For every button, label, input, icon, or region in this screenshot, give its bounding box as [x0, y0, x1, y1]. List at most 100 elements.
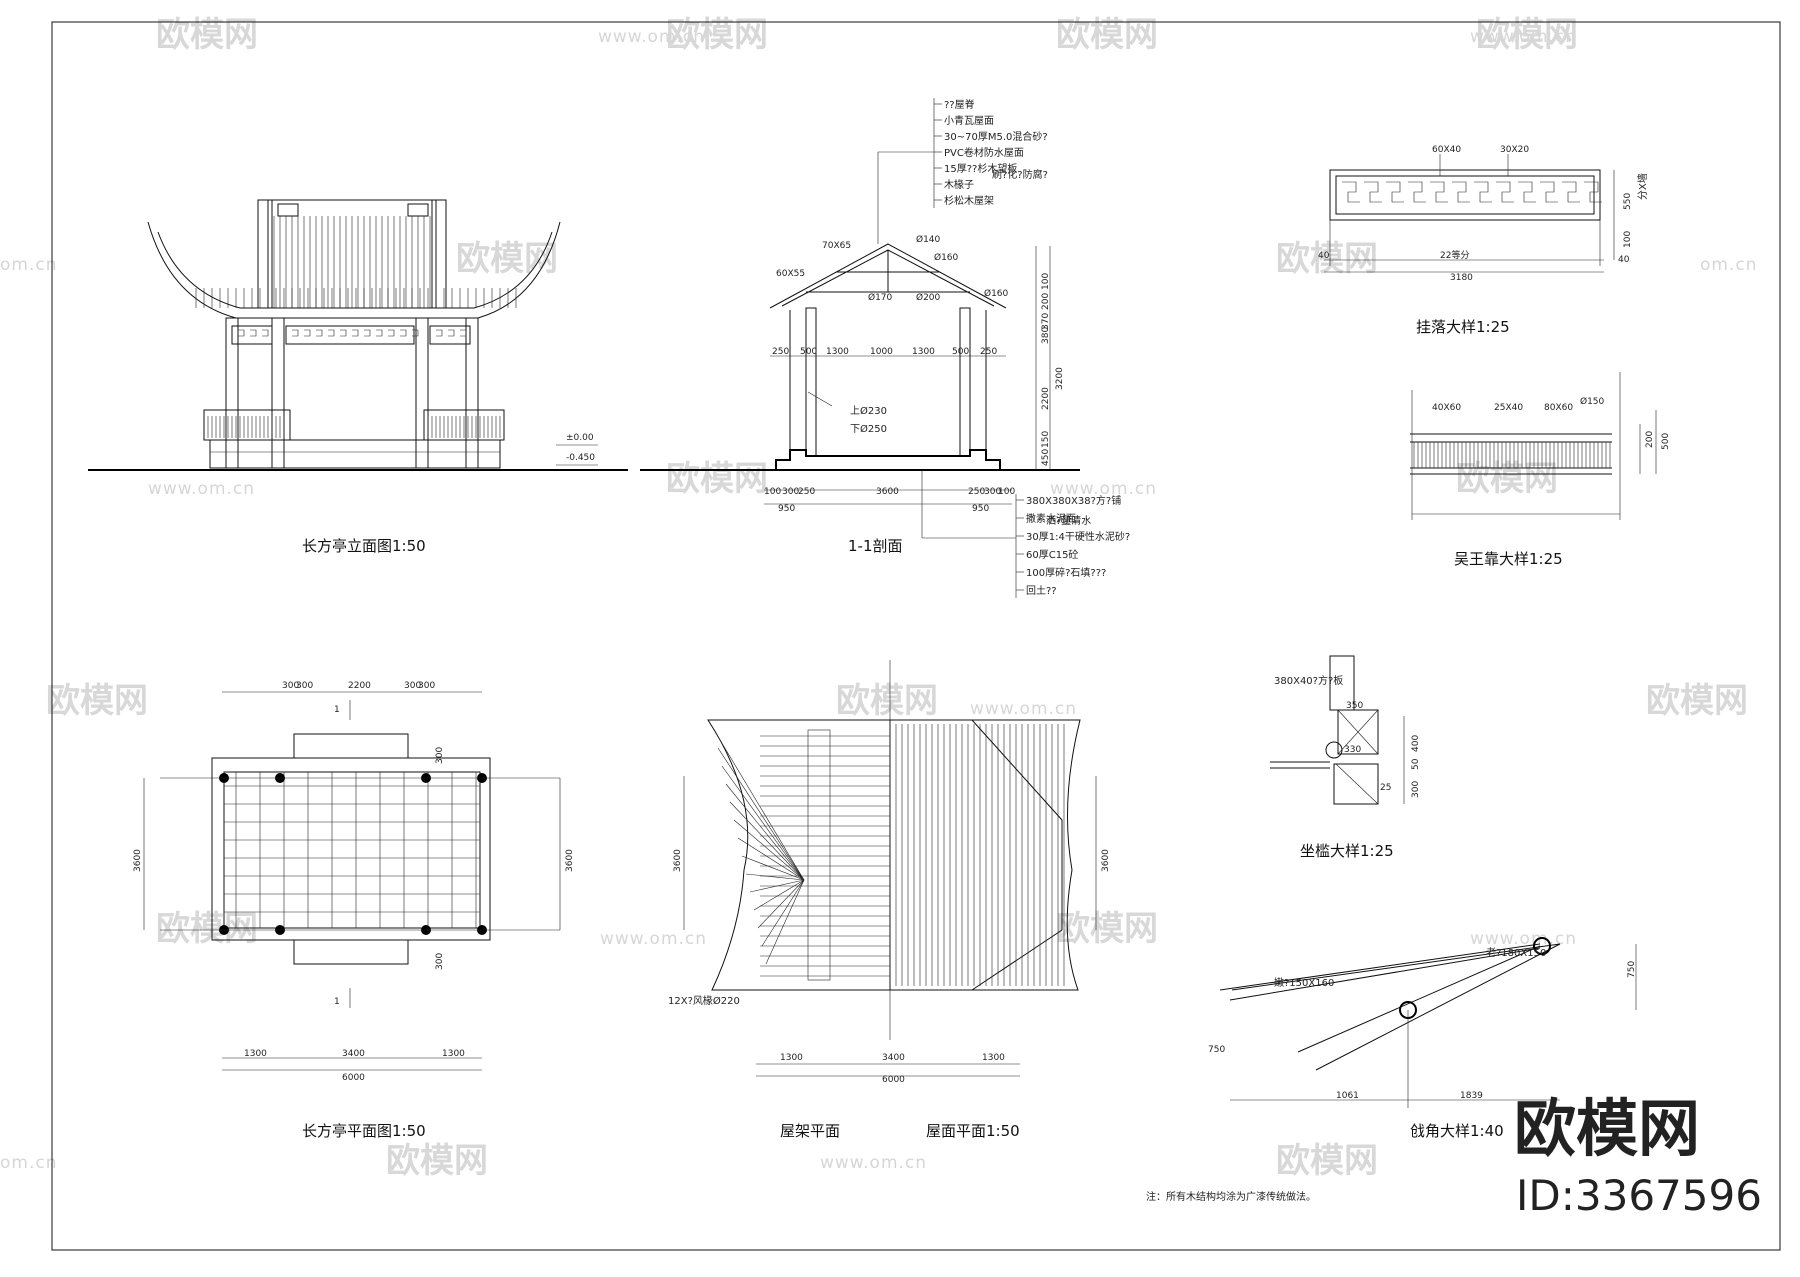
watermark-layer: 欧模网欧模网欧模网欧模网欧模网欧模网欧模网欧模网欧模网欧模网欧模网欧模网欧模网欧… [0, 15, 1758, 1181]
watermark-logo: 欧模网 [1276, 1141, 1378, 1181]
sec-right-6: 450 [1041, 449, 1051, 466]
drawing-note: 注：所有木结构均涂为广漆传统做法。 [1146, 1190, 1316, 1203]
hang-right-1: 100 [1623, 231, 1633, 248]
plan-right: 3600 [565, 849, 575, 872]
wuwang-right-0: 200 [1645, 431, 1655, 448]
watermark-logo: 欧模网 [1056, 909, 1158, 949]
sec-bot1-1: 300 [782, 487, 799, 497]
hanging-detail: 22等分 3180 40 60X40 30X20 550 100 40 分X墙 … [1318, 145, 1649, 336]
floor-layer-note: 洒?量清水 [1046, 514, 1091, 527]
plan-top-0: 300 [282, 681, 299, 691]
seat-label: 380X40?方?板 [1274, 674, 1343, 687]
title-seat: 坐槛大样1:25 [1300, 842, 1394, 860]
sec-bot1-3: 3600 [876, 487, 899, 497]
sec-bot1-4: 250 [968, 487, 985, 497]
section-drawing: ??屋脊小青瓦屋面30~70厚M5.0混合砂?PVC卷材防水屋面15厚??杉木望… [640, 98, 1130, 598]
sec-right-1: 200 [1041, 293, 1051, 310]
member-6: Ø200 [916, 292, 941, 303]
watermark-logo: 欧模网 [386, 1141, 488, 1181]
column-top: 上Ø230 [850, 405, 887, 417]
drawing-frame [51, 21, 1781, 1251]
watermark-url: om.cn [0, 1153, 58, 1173]
hang-right-0: 550 [1623, 193, 1633, 210]
plan-bottom-1: 3400 [342, 1049, 365, 1059]
watermark-logo: 欧模网 [1056, 15, 1158, 55]
wuwang-top-3: Ø150 [1580, 396, 1605, 407]
sec-right-total: 3200 [1055, 367, 1065, 390]
elevation-mark-0: ±0.00 [566, 433, 594, 443]
sec-top-4: 1300 [912, 347, 935, 357]
plan-cut-bottom: 1 [334, 997, 340, 1007]
floor-layer-4: 100厚碎?石填??? [1026, 566, 1106, 579]
seat-detail: 380X40?方?板 400 50 300 350 330 25 坐槛大样1:2… [1270, 655, 1421, 860]
sec-top-3: 1000 [870, 347, 893, 357]
hang-right-2: 40 [1618, 255, 1630, 265]
wuwang-top-2: 80X60 [1544, 403, 1573, 413]
member-0: 70X65 [822, 241, 851, 251]
corner-label-1: 嫩?150X160 [1274, 976, 1334, 989]
title-elevation: 长方亭立面图1:50 [302, 537, 426, 555]
member-3: Ø160 [934, 252, 959, 263]
member-1: 60X55 [776, 269, 805, 279]
roof-bottom-0: 1300 [780, 1053, 803, 1063]
watermark-url: www.om.cn [1050, 479, 1157, 499]
hang-top-0: 60X40 [1432, 145, 1461, 155]
corner-right: 750 [1627, 961, 1637, 978]
corner-label-0: 老?180X150 [1486, 946, 1546, 959]
plan-side-0: 300 [435, 747, 445, 764]
watermark-url: www.om.cn [820, 1153, 927, 1173]
brand-logo-text: 欧模网 [1514, 1092, 1700, 1165]
roof-note: 12X?风椽Ø220 [668, 994, 740, 1007]
sec-top-6: 250 [980, 347, 997, 357]
roof-layer-6: 杉松木屋架 [944, 194, 994, 207]
roof-layer-3: PVC卷材防水屋面 [944, 146, 1024, 159]
member-2: Ø140 [916, 234, 941, 245]
corner-left: 750 [1208, 1045, 1225, 1055]
sec-bot1-5: 300 [984, 487, 1001, 497]
sec-bot1-0: 100 [764, 487, 781, 497]
corner-bottom-0: 1061 [1336, 1091, 1359, 1101]
roof-left: 3600 [673, 849, 683, 872]
floor-layer-0: 380X380X38?方?铺 [1026, 494, 1121, 507]
watermark-url: om.cn [1700, 255, 1758, 275]
seat-inner-2: 25 [1380, 783, 1391, 793]
watermark-logo: 欧模网 [456, 239, 558, 279]
plan-left: 3600 [133, 849, 143, 872]
seat-inner-0: 350 [1346, 701, 1363, 711]
watermark-url: om.cn [0, 255, 58, 275]
watermark-url: www.om.cn [970, 699, 1077, 719]
watermark-logo: 欧模网 [156, 15, 258, 55]
roof-total: 6000 [882, 1075, 905, 1085]
sec-top-1: 500 [800, 347, 817, 357]
plan-top-3: 300 [404, 681, 421, 691]
elevation-mark-1: -0.450 [566, 453, 595, 463]
seat-right-2: 300 [1411, 781, 1421, 798]
wuwang-right-1: 500 [1661, 433, 1671, 450]
floor-layer-1: 撒素水泥面 [1026, 512, 1076, 525]
watermark-url: www.om.cn [148, 479, 255, 499]
roof-bottom-1: 3400 [882, 1053, 905, 1063]
hang-top-1: 30X20 [1500, 145, 1529, 155]
sec-right-3: 380 [1041, 327, 1051, 344]
plan-bottom-0: 1300 [244, 1049, 267, 1059]
plan-top-1: 300 [296, 681, 313, 691]
hang-bottom: 3180 [1450, 273, 1473, 283]
plan-total: 6000 [342, 1073, 365, 1083]
plan-cut-top: 1 [334, 705, 340, 715]
sec-top-5: 500 [952, 347, 969, 357]
title-hanging: 挂落大样1:25 [1416, 318, 1510, 336]
title-wuwang: 吴王靠大样1:25 [1454, 550, 1563, 568]
sec-right-0: 100 [1041, 273, 1051, 290]
member-4: Ø160 [984, 288, 1009, 299]
title-roof-plan: 屋面平面1:50 [926, 1122, 1020, 1140]
elevation-drawing: ±0.00 -0.450 长方亭立面图1:50 [88, 199, 628, 555]
watermark-logo: 欧模网 [46, 681, 148, 721]
roof-right: 3600 [1101, 849, 1111, 872]
sec-right-5: 150 [1041, 431, 1051, 448]
roof-layer-note: 刷?化?防腐? [992, 168, 1048, 181]
sec-bot2-1: 950 [972, 504, 989, 514]
corner-detail: 老?180X150 嫩?150X160 1061 1839 750 750 戗角… [1208, 937, 1637, 1140]
seat-inner-1: 330 [1344, 745, 1361, 755]
